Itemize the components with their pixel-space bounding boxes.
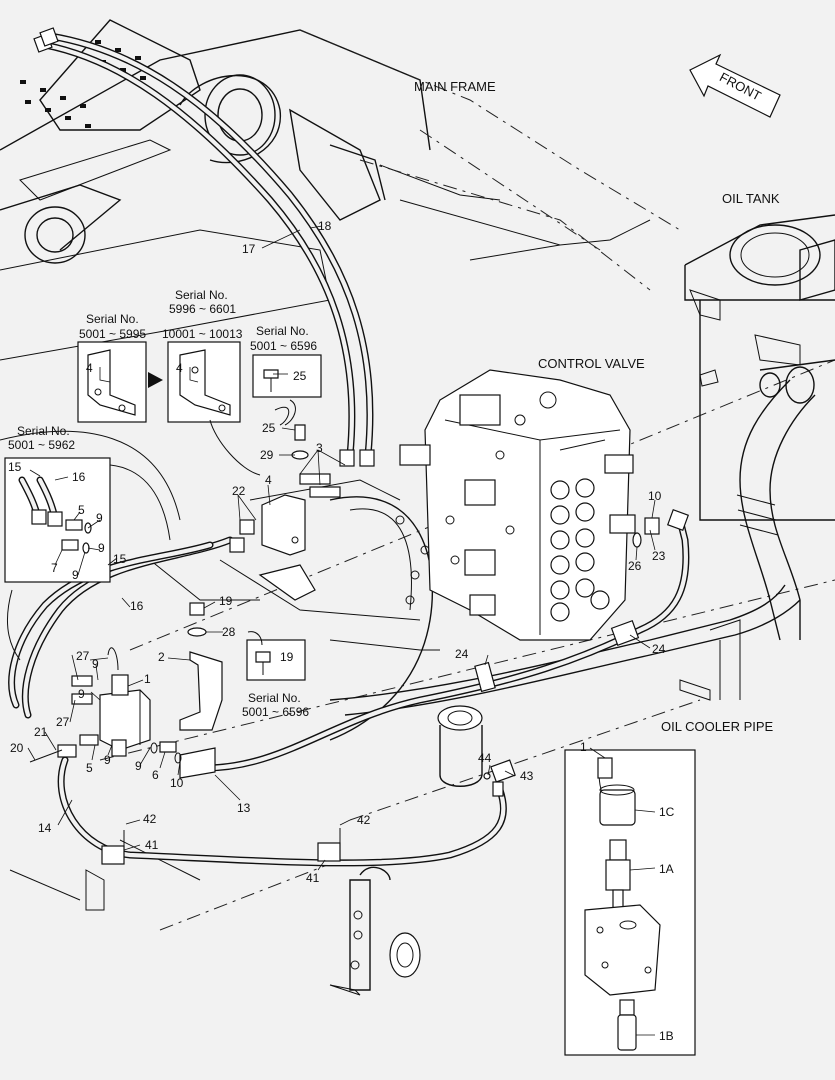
callout-9-d: 9 [135, 759, 142, 773]
callout-19: 19 [219, 594, 233, 608]
callout-28: 28 [222, 625, 236, 639]
callout-18: 18 [318, 219, 332, 233]
callout-24-b: 24 [652, 642, 666, 656]
callout-1-inset: 1 [580, 740, 587, 754]
valve-ports [550, 478, 610, 622]
callout-16: 16 [130, 599, 144, 613]
solenoid-valve-assembly [29, 647, 216, 779]
callout-10-b: 10 [648, 489, 662, 503]
bracket-4-assembly [229, 406, 341, 601]
fittings-10-23-26 [632, 508, 690, 548]
serial-note-2-range-a: 5996 ~ 6601 [169, 302, 236, 316]
control-valve-label: CONTROL VALVE [538, 356, 645, 371]
callout-41-a: 41 [145, 838, 159, 852]
hoses-15-16 [8, 536, 234, 719]
serial-note-4-range: 5001 ~ 5962 [8, 438, 75, 452]
oil-tank [684, 214, 835, 641]
callout-4: 4 [265, 473, 272, 487]
callout-42-a: 42 [143, 812, 157, 826]
oil-cooler-standpipe [329, 705, 483, 996]
solenoid-exploded-inset [564, 749, 696, 1056]
callout-19-inset: 19 [280, 650, 294, 664]
front-arrow: FRONT [689, 53, 781, 118]
callout-44: 44 [478, 751, 492, 765]
serial-note-2-range-b: 10001 ~ 10013 [162, 327, 243, 341]
serial-note-4-title: Serial No. [17, 424, 70, 438]
hoses-13-24 [196, 516, 690, 772]
bracket-2 [179, 602, 223, 731]
callout-13: 13 [237, 801, 251, 815]
fitting-43-44 [483, 759, 516, 797]
callout-16-inset: 16 [72, 470, 86, 484]
hose-14 [57, 756, 507, 867]
callout-24-a: 24 [455, 647, 469, 661]
callout-9-a: 9 [92, 657, 99, 671]
callout-1b: 1B [659, 1029, 674, 1043]
callout-26: 26 [628, 559, 642, 573]
callout-9-b: 9 [78, 687, 85, 701]
callout-15: 15 [113, 552, 127, 566]
callout-9-inset-a: 9 [96, 511, 103, 525]
callout-4-variant-a: 4 [86, 361, 93, 375]
callout-27-a: 27 [76, 649, 90, 663]
serial-note-3-title: Serial No. [256, 324, 309, 338]
callout-9-inset-c: 9 [72, 568, 79, 582]
hoses-17-18 [33, 27, 375, 467]
callout-3: 3 [316, 441, 323, 455]
callout-20: 20 [10, 741, 24, 755]
callout-21: 21 [34, 725, 48, 739]
part-callouts: 18 17 4 4 25 25 29 3 4 22 15 16 5 9 9 7 … [8, 219, 675, 1043]
callout-15-inset: 15 [8, 460, 22, 474]
callout-27-b: 27 [56, 715, 70, 729]
callout-1: 1 [144, 672, 151, 686]
oil-tank-label: OIL TANK [722, 191, 780, 206]
callout-42-b: 42 [357, 813, 371, 827]
callout-5: 5 [86, 761, 93, 775]
oil-cooler-pipe-label: OIL COOLER PIPE [661, 719, 774, 734]
callout-10: 10 [170, 776, 184, 790]
callout-23: 23 [652, 549, 666, 563]
callout-6: 6 [152, 768, 159, 782]
bracket-variant-b [167, 341, 241, 423]
variant-arrow [148, 372, 163, 388]
serial-note-1-title: Serial No. [86, 312, 139, 326]
callout-9-inset-b: 9 [98, 541, 105, 555]
bracket-variant-a [77, 341, 147, 423]
callout-25-inset: 25 [293, 369, 307, 383]
serial-note-2-title: Serial No. [175, 288, 228, 302]
fittings-inset-15-16 [4, 457, 111, 661]
serial-note-3-range: 5001 ~ 6596 [250, 339, 317, 353]
bolt-25-inset [209, 354, 322, 476]
callout-43: 43 [520, 769, 534, 783]
callout-25: 25 [262, 421, 276, 435]
main-frame-label: MAIN FRAME [414, 79, 496, 94]
callout-1c: 1C [659, 805, 675, 819]
callout-41-b: 41 [306, 871, 320, 885]
serial-notes: Serial No. 5001 ~ 5995 Serial No. 5996 ~… [8, 288, 317, 719]
bolt-19-inset [246, 631, 306, 681]
serial-note-1-range: 5001 ~ 5995 [79, 327, 146, 341]
callout-22: 22 [232, 484, 246, 498]
callout-2: 2 [158, 650, 165, 664]
callout-9-c: 9 [104, 753, 111, 767]
callout-17: 17 [242, 242, 256, 256]
callout-1a: 1A [659, 862, 674, 876]
callout-14: 14 [38, 821, 52, 835]
serial-note-5-title: Serial No. [248, 691, 301, 705]
callout-4-variant-b: 4 [176, 361, 183, 375]
leader-lines [27, 225, 656, 1036]
control-valve [399, 369, 636, 641]
serial-note-5-range: 5001 ~ 6596 [242, 705, 309, 719]
callout-5-inset: 5 [78, 503, 85, 517]
callout-29: 29 [260, 448, 274, 462]
callout-7: 7 [51, 561, 58, 575]
